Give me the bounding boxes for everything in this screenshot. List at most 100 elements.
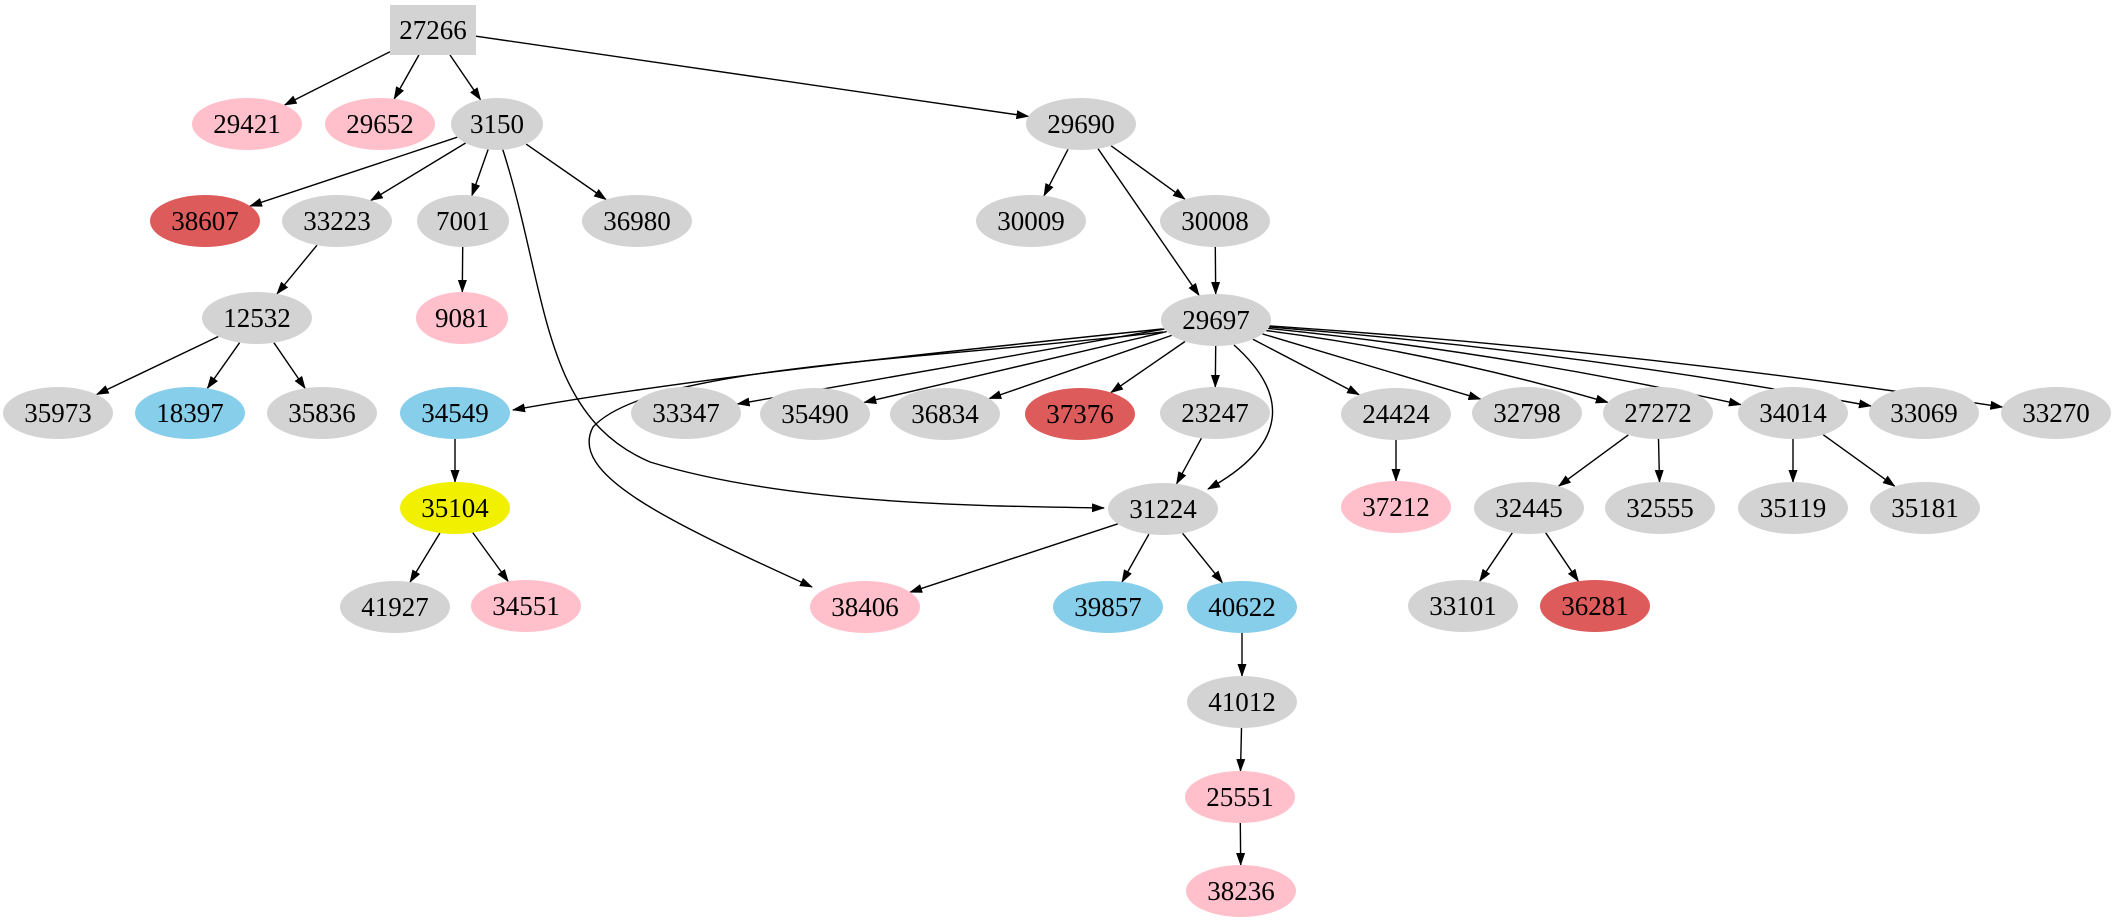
node-ellipse-24424 — [1341, 388, 1451, 440]
edge-41012-25551 — [1236, 727, 1246, 772]
graph-node-35490: 35490 — [760, 388, 870, 440]
edge-33223-12532 — [276, 244, 318, 295]
edge-27272-32445 — [1557, 434, 1629, 487]
graph-node-35836: 35836 — [267, 387, 377, 439]
node-label-36834: 36834 — [911, 399, 979, 429]
graph-node-30008: 30008 — [1160, 195, 1270, 247]
node-label-23247: 23247 — [1181, 398, 1249, 428]
graph-node-36281: 36281 — [1540, 580, 1650, 632]
node-ellipse-38406 — [810, 581, 920, 633]
node-ellipse-37212 — [1341, 481, 1451, 533]
graph-node-32798: 32798 — [1472, 387, 1582, 439]
graph-node-38607: 38607 — [150, 195, 260, 247]
graph-node-37212: 37212 — [1341, 481, 1451, 533]
graph-node-29421: 29421 — [192, 98, 302, 150]
node-ellipse-32445 — [1474, 482, 1584, 534]
edge-3150-7001 — [471, 149, 489, 197]
node-ellipse-23247 — [1160, 387, 1270, 439]
node-label-29652: 29652 — [346, 109, 414, 139]
node-label-33101: 33101 — [1429, 591, 1497, 621]
edge-32445-36281 — [1545, 532, 1579, 583]
node-label-32798: 32798 — [1493, 398, 1561, 428]
graph-node-24424: 24424 — [1341, 388, 1451, 440]
graph-node-9081: 9081 — [416, 292, 508, 344]
graph-node-18397: 18397 — [135, 387, 245, 439]
node-label-38406: 38406 — [831, 592, 899, 622]
node-ellipse-31224 — [1108, 483, 1218, 535]
graph-node-33069: 33069 — [1869, 387, 1979, 439]
node-label-36980: 36980 — [603, 206, 671, 236]
node-label-37376: 37376 — [1046, 399, 1114, 429]
node-ellipse-3150 — [451, 98, 543, 150]
node-label-34014: 34014 — [1759, 398, 1827, 428]
node-label-29690: 29690 — [1047, 109, 1115, 139]
edge-29690-29697 — [1097, 148, 1200, 297]
graph-node-34014: 34014 — [1738, 387, 1848, 439]
edge-12532-35973 — [95, 335, 219, 396]
node-ellipse-33223 — [282, 195, 392, 247]
graph-node-29697: 29697 — [1161, 294, 1271, 346]
node-label-12532: 12532 — [223, 303, 291, 333]
graph-node-37376: 37376 — [1025, 388, 1135, 440]
graph-node-33270: 33270 — [2001, 387, 2111, 439]
node-ellipse-35104 — [400, 482, 510, 534]
node-ellipse-29421 — [192, 98, 302, 150]
edge-29690-30009 — [1043, 148, 1069, 197]
node-ellipse-38236 — [1186, 865, 1296, 917]
graph-node-12532: 12532 — [202, 292, 312, 344]
edge-29697-27272 — [1266, 329, 1609, 404]
node-ellipse-35490 — [760, 388, 870, 440]
graph-node-34549: 34549 — [400, 387, 510, 439]
node-label-35119: 35119 — [1760, 493, 1827, 523]
edge-29697-36834 — [988, 334, 1172, 400]
node-label-39857: 39857 — [1074, 592, 1142, 622]
node-label-35836: 35836 — [288, 398, 356, 428]
node-ellipse-29652 — [325, 98, 435, 150]
edge-29697-24424 — [1252, 338, 1360, 396]
node-ellipse-36980 — [582, 195, 692, 247]
edge-27266-29652 — [393, 54, 420, 100]
node-label-35181: 35181 — [1891, 493, 1959, 523]
graph-node-33223: 33223 — [282, 195, 392, 247]
node-ellipse-29690 — [1026, 98, 1136, 150]
node-ellipse-35181 — [1870, 482, 1980, 534]
node-label-40622: 40622 — [1208, 592, 1276, 622]
graph-node-29690: 29690 — [1026, 98, 1136, 150]
node-label-3150: 3150 — [470, 109, 524, 139]
graph-node-33347: 33347 — [631, 387, 741, 439]
node-label-37212: 37212 — [1362, 492, 1430, 522]
node-ellipse-34549 — [400, 387, 510, 439]
edge-27266-3150 — [449, 54, 482, 101]
node-ellipse-33347 — [631, 387, 741, 439]
edge-12532-18397 — [206, 342, 241, 390]
node-ellipse-35836 — [267, 387, 377, 439]
graph-node-23247: 23247 — [1160, 387, 1270, 439]
node-ellipse-35973 — [3, 387, 113, 439]
graph-node-35119: 35119 — [1738, 482, 1848, 534]
edge-35104-34551 — [472, 532, 509, 583]
graph-node-7001: 7001 — [417, 195, 509, 247]
edge-29697-35490 — [863, 330, 1167, 405]
graph-node-27272: 27272 — [1603, 387, 1713, 439]
node-ellipse-33270 — [2001, 387, 2111, 439]
node-ellipse-37376 — [1025, 388, 1135, 440]
graph-node-32445: 32445 — [1474, 482, 1584, 534]
node-ellipse-30009 — [976, 195, 1086, 247]
graph-node-32555: 32555 — [1605, 482, 1715, 534]
node-box-27266 — [390, 5, 476, 55]
graph-node-35104: 35104 — [400, 482, 510, 534]
node-label-25551: 25551 — [1206, 782, 1274, 812]
graph-node-41927: 41927 — [340, 581, 450, 633]
graph-node-34551: 34551 — [471, 580, 581, 632]
graph-node-30009: 30009 — [976, 195, 1086, 247]
node-ellipse-41012 — [1187, 676, 1297, 728]
edge-23247-31224 — [1175, 437, 1203, 485]
graph-node-41012: 41012 — [1187, 676, 1297, 728]
node-ellipse-7001 — [417, 195, 509, 247]
node-ellipse-32798 — [1472, 387, 1582, 439]
edge-31224-38406 — [909, 523, 1119, 593]
node-label-33270: 33270 — [2022, 398, 2090, 428]
edge-27266-29690 — [475, 35, 1030, 120]
node-ellipse-41927 — [340, 581, 450, 633]
